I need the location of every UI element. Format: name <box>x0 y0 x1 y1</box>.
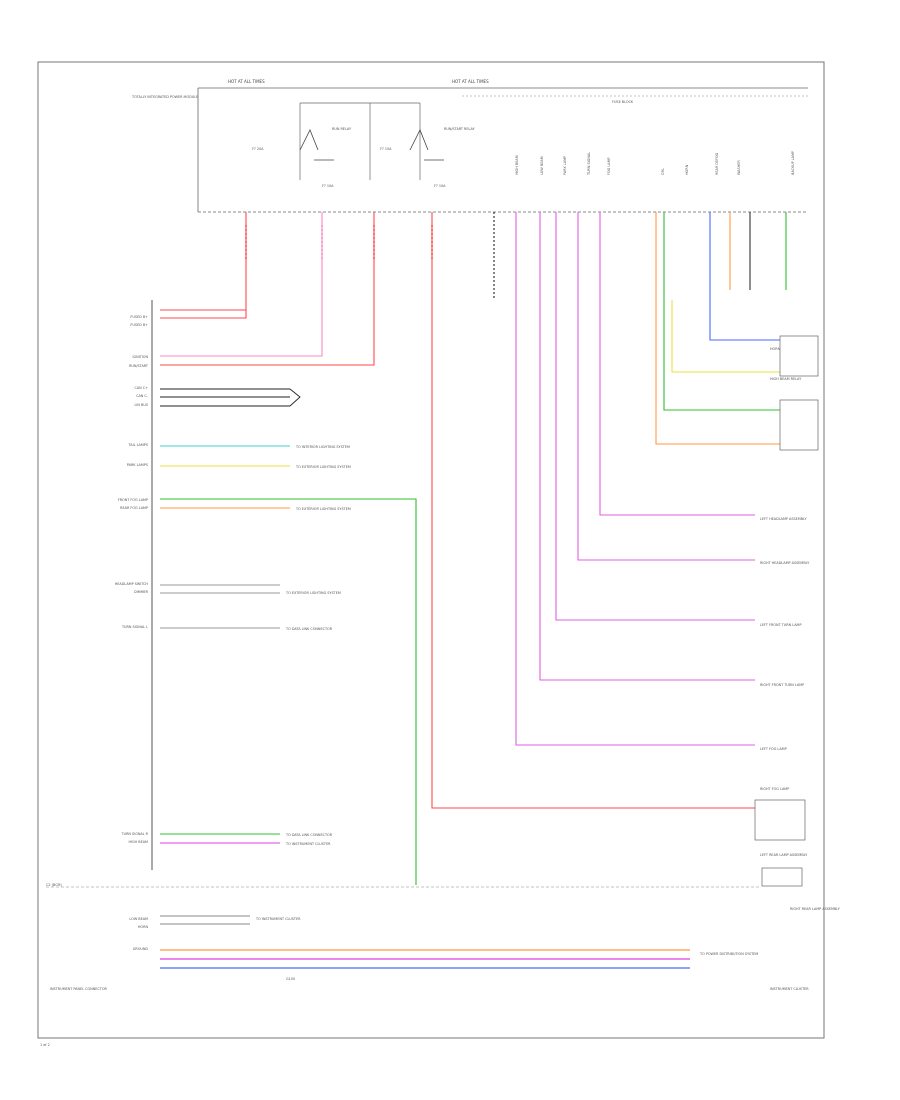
pin-label: PARK LAMPS <box>127 463 148 467</box>
pin-label: HEADLAMP SWITCH <box>115 582 149 586</box>
page-id: 1 of 2 <box>40 1043 50 1047</box>
component-label: HORN <box>770 347 781 351</box>
wire-blue-right <box>709 212 780 341</box>
pin-label: HIGH BEAM <box>128 840 148 844</box>
relay-run: RUN RELAY <box>299 127 352 161</box>
bottom-left-label: INSTRUMENT PANEL CONNECTOR <box>50 987 108 991</box>
power-distribution-box <box>197 87 808 213</box>
top-bus-label-right: HOT AT ALL TIMES <box>452 79 489 84</box>
signal-label: TO INTERIOR LIGHTING SYSTEM <box>295 445 350 449</box>
signal-label: TO INSTRUMENT CLUSTER <box>255 917 301 921</box>
component-box <box>779 335 819 377</box>
fuse-label: F? 10A <box>434 184 446 188</box>
pin-label: RUN/START <box>129 364 149 368</box>
component-box <box>754 799 806 841</box>
vertical-label: REAR DEFOG <box>715 152 719 175</box>
vertical-label: TURN SIGNAL <box>587 152 591 176</box>
wire-red-fuse3 <box>160 212 375 366</box>
signal-label: TO EXTERIOR LIGHTING SYSTEM <box>295 465 351 469</box>
component-label: LEFT FRONT TURN LAMP <box>760 623 802 627</box>
component-label: LEFT REAR LAMP ASSEMBLY <box>760 853 808 857</box>
ground-label: G100 <box>286 977 295 981</box>
fuse-wire-stubs <box>245 225 433 260</box>
bottom-bus-wires <box>160 949 690 969</box>
component-label: RIGHT HEADLAMP ASSEMBLY <box>760 561 810 565</box>
component-box <box>779 399 819 451</box>
component-label: HIGH BEAM RELAY <box>770 377 802 381</box>
signal-label: TO INSTRUMENT CLUSTER <box>285 842 331 846</box>
pin-label: CAN C- <box>136 394 149 398</box>
component-label: LEFT FOG LAMP <box>760 747 787 751</box>
pin-label: DIMMER <box>134 590 149 594</box>
connector-label: C2 (BCM) <box>46 883 62 887</box>
vertical-label: WASHER <box>737 160 741 175</box>
pin-label: REAR FOG LAMP <box>120 506 148 510</box>
component-box <box>761 867 803 887</box>
vertical-label: HIGH BEAM <box>515 155 519 175</box>
bottom-right-label: INSTRUMENT CLUSTER <box>770 987 809 991</box>
pin-label: FUSED B+ <box>130 323 148 327</box>
signal-label: TO DATA LINK CONNECTOR <box>285 833 333 837</box>
pin-label: HORN <box>138 925 149 929</box>
bcm-pin-labels: FUSED B+ FUSED B+ IGNITION RUN/START CAN… <box>115 315 149 951</box>
pin-label: GROUND <box>133 947 149 951</box>
pin-label: LOW BEAM <box>129 917 148 921</box>
vertical-label: LOW BEAM <box>540 156 544 175</box>
component-label: RIGHT FOG LAMP <box>760 787 789 791</box>
fuse-block-label: FUSE BLOCK <box>612 100 634 104</box>
signal-label: TO EXTERIOR LIGHTING SYSTEM <box>295 507 351 511</box>
vertical-label: HORN <box>685 164 689 175</box>
magenta-lamp-wires <box>515 212 755 746</box>
data-bus-wires <box>160 388 301 407</box>
vertical-label: DRL <box>661 168 665 175</box>
pin-label: IGNITION <box>133 355 149 359</box>
vertical-label: FOG LAMP <box>607 157 611 175</box>
switch-wires <box>160 584 280 629</box>
component-label: RIGHT FRONT TURN LAMP <box>760 683 804 687</box>
wire-red-fuse1 <box>160 212 247 319</box>
pin-label: TURN SIGNAL L <box>121 625 148 629</box>
signal-label: TO POWER DISTRIBUTION SYSTEM <box>699 952 758 956</box>
fuse-label: F? 10A <box>322 184 334 188</box>
wire-yellow-right <box>671 300 780 373</box>
relay-run-start: RUN/START RELAY <box>409 127 476 161</box>
pin-label: CAN C+ <box>134 386 148 390</box>
body-control-module: C2 (BCM) <box>46 300 153 887</box>
component-label: RIGHT REAR LAMP ASSEMBLY <box>790 907 841 911</box>
pin-label: LIN BUS <box>135 403 148 407</box>
fuse-label: F? 20A <box>252 147 264 151</box>
wire-green-right <box>663 212 780 411</box>
relay-label: RUN RELAY <box>332 127 352 131</box>
pin-label: FRONT FOG LAMP <box>118 498 148 502</box>
fuse-label: F? 15A <box>380 147 392 151</box>
signal-label: TO DATA LINK CONNECTOR <box>285 627 333 631</box>
relay-label: RUN/START RELAY <box>444 127 476 131</box>
vertical-label: BACKUP LAMP <box>791 151 795 175</box>
signal-label: TO EXTERIOR LIGHTING SYSTEM <box>285 591 341 595</box>
pin-label: TURN SIGNAL R <box>121 832 149 836</box>
fuse-block-vertical-labels: HIGH BEAM LOW BEAM PARK LAMP TURN SIGNAL… <box>515 151 795 176</box>
wire-red-fuse4 <box>431 212 755 809</box>
right-component-labels: LEFT HEADLAMP ASSEMBLY RIGHT HEADLAMP AS… <box>760 347 841 911</box>
diagram-border <box>37 61 825 1039</box>
pin-label: FUSED B+ <box>130 315 148 319</box>
wire-orange-right <box>655 212 780 445</box>
vertical-label: PARK LAMP <box>563 156 567 175</box>
wire-green-fog <box>160 498 417 885</box>
module-title-label: TOTALLY INTEGRATED POWER MODULE <box>131 95 198 99</box>
top-bus-label-left: HOT AT ALL TIMES <box>228 79 265 84</box>
wire-pink-fuse2 <box>160 212 323 357</box>
pin-label: TAIL LAMPS <box>127 443 148 447</box>
component-label: LEFT HEADLAMP ASSEMBLY <box>760 517 807 521</box>
